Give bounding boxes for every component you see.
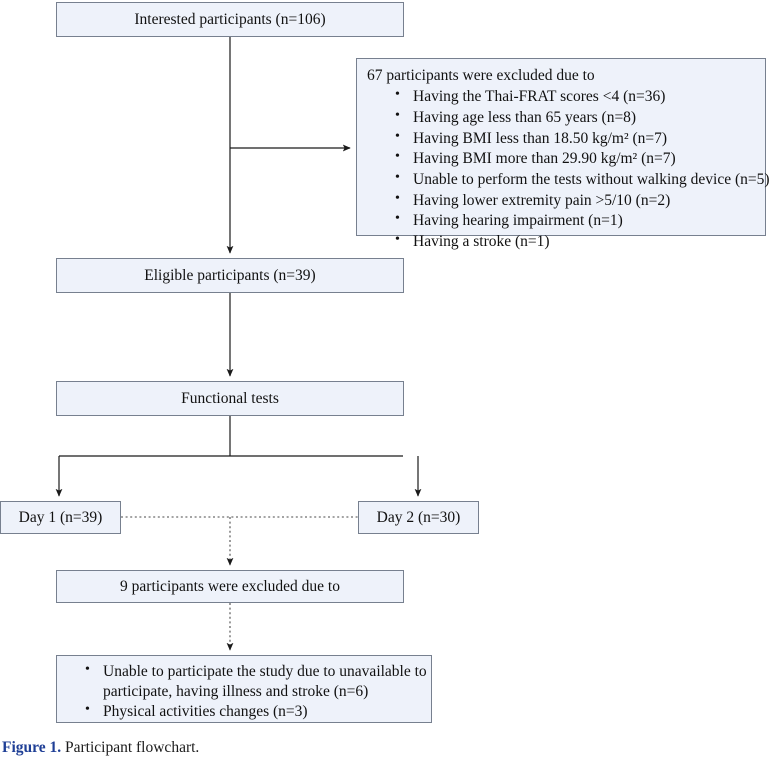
list-item: Having BMI less than 18.50 kg/m² (n=7) [393,128,769,150]
node-second-exclusion: 9 participants were excluded due to [56,570,404,603]
list-item: Having the Thai-FRAT scores <4 (n=36) [393,86,769,108]
node-day-1-label: Day 1 (n=39) [18,508,103,526]
node-interested-participants-label: Interested participants (n=106) [134,10,326,28]
list-item: Having BMI more than 29.90 kg/m² (n=7) [393,148,769,170]
node-eligible-participants-label: Eligible participants (n=39) [144,266,316,284]
node-interested-participants: Interested participants (n=106) [56,2,404,37]
edge-functional-tests-split [55,416,422,497]
node-functional-tests-label: Functional tests [181,389,279,407]
node-day-2: Day 2 (n=30) [358,501,479,534]
list-item: Unable to participate the study due to u… [83,661,441,702]
node-day-1: Day 1 (n=39) [0,501,121,534]
figure-caption: Figure 1. Participant flowchart. [2,739,199,757]
second-exclusion-reason-list: Unable to participate the study due to u… [65,661,441,722]
first-exclusion-reason-list: Having the Thai-FRAT scores <4 (n=36) Ha… [367,86,769,253]
list-item: Having age less than 65 years (n=8) [393,107,769,129]
first-exclusion-intro: 67 participants were excluded due to [367,67,595,84]
node-first-exclusion: 67 participants were excluded due to Hav… [356,58,769,250]
node-day-2-label: Day 2 (n=30) [376,508,461,526]
node-functional-tests: Functional tests [56,381,404,416]
figure-caption-text: Participant flowchart. [65,739,200,756]
list-item: Having hearing impairment (n=1) [393,210,769,232]
list-item: Physical activities changes (n=3) [83,701,441,722]
node-eligible-participants: Eligible participants (n=39) [56,258,404,293]
list-item: Unable to perform the tests without walk… [393,169,769,191]
list-item: Having lower extremity pain >5/10 (n=2) [393,190,769,212]
figure-label: Figure 1. [2,739,62,756]
node-second-exclusion-reasons: Unable to participate the study due to u… [56,655,432,723]
list-item: Having a stroke (n=1) [393,231,769,253]
node-second-exclusion-label: 9 participants were excluded due to [120,577,340,595]
